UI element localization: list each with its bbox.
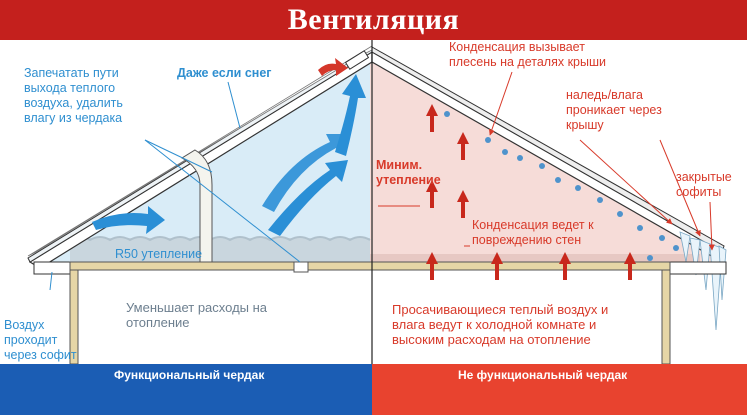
insulation-layer-right <box>370 254 700 262</box>
condensation-drops <box>444 111 679 261</box>
soffit-airflow-text: Воздух проходит через софит <box>4 318 77 362</box>
insulation-label: R50 утепление <box>115 247 203 261</box>
callout-ice-moisture: наледь/влага проникает через крышу <box>566 88 662 132</box>
title-bar <box>0 0 747 40</box>
label-nonfunctional-attic: Не функциональный чердак <box>458 368 628 382</box>
leader-lines-right <box>378 71 715 251</box>
callout-condensation-mold: Конденсация вызывает плесень на деталях … <box>449 40 607 69</box>
soffit-right <box>669 261 727 275</box>
page-title: Вентиляция <box>287 3 460 36</box>
ridge-vent <box>344 50 370 70</box>
insulation-layer-left <box>70 238 370 262</box>
leader-lines-left <box>49 81 301 291</box>
airflow-arrows <box>92 74 366 236</box>
icicles <box>679 231 727 331</box>
callout-wall-damage: Конденсация ведет к повреждению стен <box>472 218 594 247</box>
footer-nonfunctional-attic <box>372 364 747 415</box>
ridge-exhaust-arrow <box>318 58 348 76</box>
savings-text: Уменьшает расходы на отопление <box>126 300 268 330</box>
callout-seal-attic: Запечатать пути выхода теплого воздуха, … <box>24 66 123 125</box>
wall-right <box>661 269 671 365</box>
callout-even-snow: Даже если снег <box>177 66 272 80</box>
ceiling-vent <box>293 261 309 273</box>
callout-min-insulation: Миним. утепление <box>376 158 441 187</box>
label-functional-attic: Функциональный чердак <box>114 368 265 382</box>
callout-closed-soffits: закрытые софиты <box>676 170 732 199</box>
footer-functional-attic <box>0 364 372 415</box>
warm-air-arrows <box>426 104 636 280</box>
ceiling <box>69 261 671 271</box>
warm-air-leak-text: Просачивающиеся теплый воздух и влага ве… <box>392 302 609 347</box>
